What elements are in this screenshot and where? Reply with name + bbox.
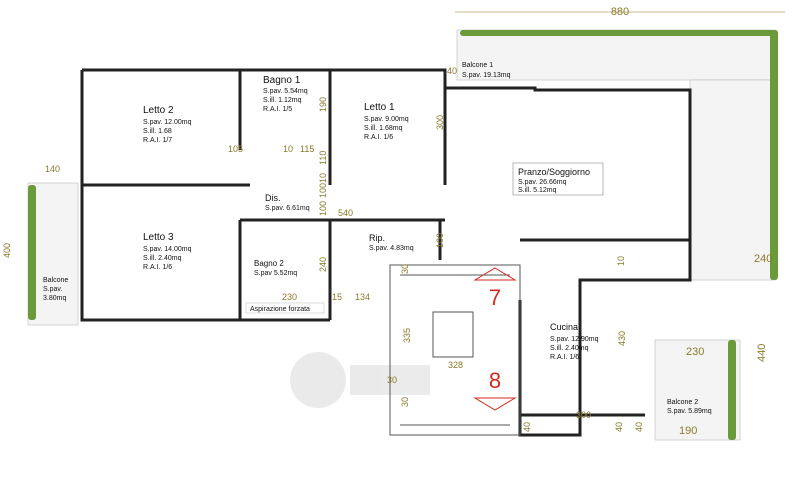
svg-text:R.A.I. 1/5: R.A.I. 1/5 xyxy=(263,106,292,113)
dim-400: 400 xyxy=(2,243,12,258)
svg-text:Bagno 1: Bagno 1 xyxy=(263,75,301,86)
room-pranzo-soggiorno: Pranzo/Soggiorno S.pav. 26.66mq S.ill. 5… xyxy=(512,162,604,196)
svg-text:Letto 1: Letto 1 xyxy=(364,102,395,113)
svg-text:S.ill. 1.12mq: S.ill. 1.12mq xyxy=(263,97,302,104)
svg-text:S.pav. 26.66mq: S.pav. 26.66mq xyxy=(518,179,567,186)
svg-text:R.A.I. 1/7: R.A.I. 1/7 xyxy=(143,137,172,144)
dim-100b: 100 xyxy=(318,201,328,216)
dim-30-c: 30 xyxy=(400,397,410,407)
room-balcone-left: Balcone S.pav. 3.80mq xyxy=(43,277,68,302)
dim-540: 540 xyxy=(338,208,353,218)
dim-100c: 100 xyxy=(435,233,445,248)
dim-230-bottom: 230 xyxy=(282,292,297,302)
svg-text:S.pav 5.52mq: S.pav 5.52mq xyxy=(254,270,297,277)
dim-30-b: 30 xyxy=(400,264,410,274)
dim-190: 190 xyxy=(318,97,328,112)
dim-10a: 10 xyxy=(283,144,293,154)
svg-text:Rip.: Rip. xyxy=(369,233,385,243)
svg-text:S.pav.: S.pav. xyxy=(43,286,62,293)
room-letto3: Letto 3 S.pav. 14.00mq S.ill. 2.40mq R.A… xyxy=(143,232,192,271)
walls xyxy=(80,68,692,437)
svg-text:S.pav. 12.90mq: S.pav. 12.90mq xyxy=(550,336,599,343)
svg-text:Balcone 1: Balcone 1 xyxy=(462,62,493,69)
balcone1-floor xyxy=(456,29,776,81)
svg-text:Balcone 2: Balcone 2 xyxy=(667,399,698,406)
room-bagno1: Bagno 1 S.pav. 5.54mq S.ill. 1.12mq R.A.… xyxy=(263,75,308,113)
dim-100a: 100 xyxy=(318,183,328,198)
svg-text:S.ill. 2.40mq: S.ill. 2.40mq xyxy=(550,345,589,352)
svg-text:Letto 3: Letto 3 xyxy=(143,232,174,243)
svg-text:S.pav. 9.00mq: S.pav. 9.00mq xyxy=(364,116,409,123)
level-marker-lower: 8 xyxy=(473,368,517,411)
svg-text:R.A.I. 1/6: R.A.I. 1/6 xyxy=(143,264,172,271)
balcone-left-floor xyxy=(27,182,79,326)
staircase xyxy=(389,264,521,436)
dim-110: 110 xyxy=(318,151,328,165)
dim-30-a: 30 xyxy=(387,375,397,385)
room-balcone2: Balcone 2 S.pav. 5.89mq xyxy=(667,399,712,415)
dim-300-cucina: 300 xyxy=(576,410,591,420)
planter-plants xyxy=(28,30,778,440)
dim-40-c: 40 xyxy=(634,422,644,432)
room-dis: Dis. S.pav. 6.61mq xyxy=(265,193,310,212)
dim-335: 335 xyxy=(402,328,412,343)
svg-text:Pranzo/Soggiorno: Pranzo/Soggiorno xyxy=(518,167,590,177)
dim-430: 430 xyxy=(617,331,627,346)
dim-40-top: 40 xyxy=(447,66,457,76)
dim-240-right: 240 xyxy=(754,253,772,265)
dim-300-left: 300 xyxy=(435,115,445,130)
dim-105: 105 xyxy=(228,144,243,154)
svg-text:S.pav. 14.00mq: S.pav. 14.00mq xyxy=(143,246,192,253)
dim-15: 15 xyxy=(332,292,342,302)
dim-440: 440 xyxy=(756,344,768,362)
svg-text:S.pav. 5.89mq: S.pav. 5.89mq xyxy=(667,408,712,415)
stair-number-7: 7 xyxy=(489,285,501,310)
dim-40-b: 40 xyxy=(614,422,624,432)
dim-40-a: 40 xyxy=(522,422,532,432)
svg-text:Letto 2: Letto 2 xyxy=(143,105,174,116)
room-letto1: Letto 1 S.pav. 9.00mq S.ill. 1.68mq R.A.… xyxy=(364,102,409,141)
svg-text:Aspirazione forzata: Aspirazione forzata xyxy=(250,306,310,313)
svg-text:S.ill. 1.68: S.ill. 1.68 xyxy=(143,128,172,135)
dim-140: 140 xyxy=(45,164,60,174)
svg-text:S.ill. 5.12mq: S.ill. 5.12mq xyxy=(518,187,557,194)
room-letto2: Letto 2 S.pav. 12.00mq S.ill. 1.68 R.A.I… xyxy=(143,105,192,144)
dim-328: 328 xyxy=(448,360,463,370)
svg-text:S.pav. 19.13mq: S.pav. 19.13mq xyxy=(462,72,511,79)
dim-190-balcone: 190 xyxy=(679,425,697,437)
svg-text:Bagno 2: Bagno 2 xyxy=(254,259,284,268)
svg-text:S.pav. 4.83mq: S.pav. 4.83mq xyxy=(369,245,414,252)
stair-number-8: 8 xyxy=(489,368,501,393)
room-cucina: Cucina S.pav. 12.90mq S.ill. 2.40mq R.A.… xyxy=(550,322,599,361)
dim-240-center: 240 xyxy=(318,257,328,272)
svg-text:S.pav. 5.54mq: S.pav. 5.54mq xyxy=(263,88,308,95)
room-bagno2: Bagno 2 S.pav 5.52mq xyxy=(254,259,297,277)
svg-text:R.A.I. 1/6: R.A.I. 1/6 xyxy=(550,354,579,361)
svg-text:Dis.: Dis. xyxy=(265,193,281,203)
svg-text:R.A.I. 1/6: R.A.I. 1/6 xyxy=(364,134,393,141)
room-aspirazione: Aspirazione forzata xyxy=(245,302,325,314)
svg-text:Cucina: Cucina xyxy=(550,322,578,332)
dim-880: 880 xyxy=(611,6,629,18)
dim-230-balcone: 230 xyxy=(686,346,704,358)
dim-115: 115 xyxy=(300,144,314,154)
svg-text:3.80mq: 3.80mq xyxy=(43,295,66,302)
room-balcone1: Balcone 1 S.pav. 19.13mq xyxy=(462,62,511,79)
dim-10b: 10 xyxy=(318,173,328,183)
svg-text:S.pav. 12.00mq: S.pav. 12.00mq xyxy=(143,119,192,126)
room-rip: Rip. S.pav. 4.83mq xyxy=(369,233,414,252)
svg-text:Balcone: Balcone xyxy=(43,277,68,284)
dim-10c: 10 xyxy=(616,256,626,266)
dimension-labels: 880 440 400 140 540 190 300 105 10 115 1… xyxy=(2,6,785,437)
svg-text:S.ill. 1.68mq: S.ill. 1.68mq xyxy=(364,125,403,132)
svg-text:S.pav. 6.61mq: S.pav. 6.61mq xyxy=(265,205,310,212)
svg-text:S.ill. 2.40mq: S.ill. 2.40mq xyxy=(143,255,182,262)
balcone2-floor xyxy=(654,339,741,441)
terrace-floor xyxy=(689,79,776,281)
dim-134: 134 xyxy=(355,292,370,302)
level-marker-upper: 7 xyxy=(473,267,517,310)
